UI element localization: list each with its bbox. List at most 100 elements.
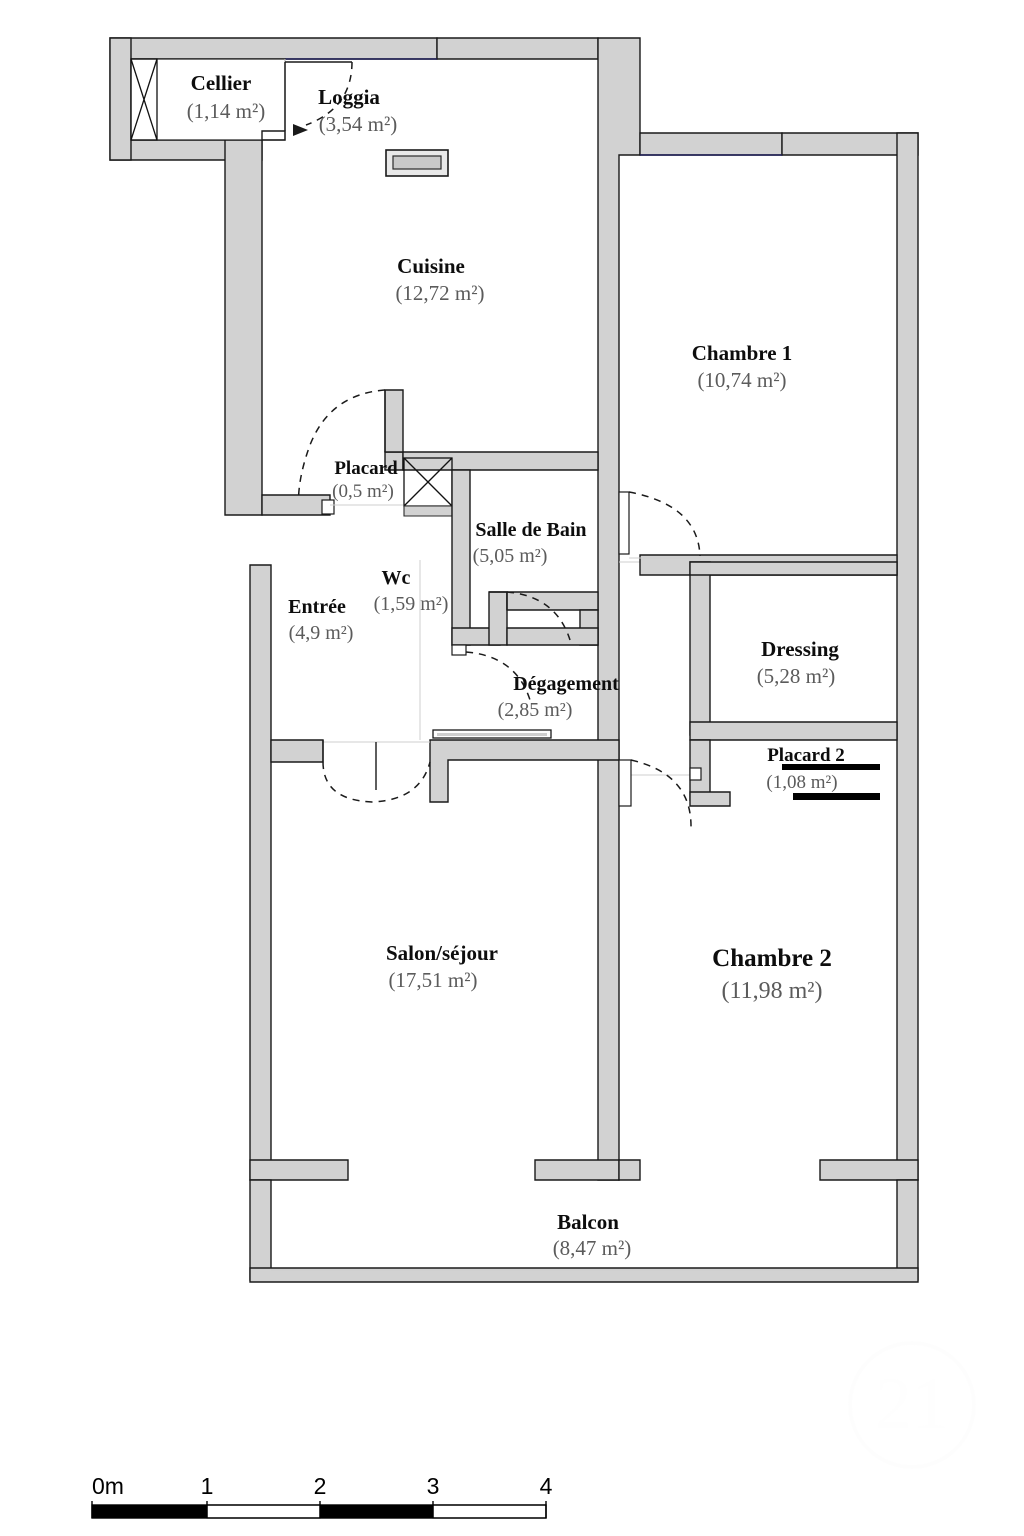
cellier-cross-diag-2 xyxy=(130,58,158,141)
entree-double-door-swing xyxy=(322,761,431,803)
placard-cross-base xyxy=(403,505,453,517)
chambre2-door-leaf xyxy=(618,759,632,807)
windows xyxy=(285,58,782,156)
wall-sdb-bottom-stub xyxy=(489,591,599,611)
room-label-loggia: Loggia (3,54 m²) xyxy=(318,85,397,136)
room-area-cellier: (1,14 m²) xyxy=(187,99,266,123)
wall-dressing-bottom xyxy=(689,721,898,741)
wall-dressing-top xyxy=(689,561,898,576)
wc-jamb xyxy=(451,644,467,656)
room-loggia xyxy=(261,61,353,141)
room-name-chambre-1: Chambre 1 xyxy=(692,341,793,365)
scale-segment-2 xyxy=(320,1505,433,1518)
room-wc xyxy=(451,644,531,701)
wall-chambre1-top-left xyxy=(639,132,783,156)
chambre2-door-swing xyxy=(630,759,692,829)
placard2-sliding-door-lower xyxy=(793,793,880,800)
scale-segment-0 xyxy=(92,1505,207,1518)
scale-tick-0: 0m xyxy=(92,1473,124,1499)
scale-segment-3 xyxy=(432,1504,547,1519)
room-name-dressing: Dressing xyxy=(761,637,839,661)
room-label-dressing: Dressing(5,28 m²) xyxy=(757,637,840,688)
wall-cuisine-bottom xyxy=(402,451,599,471)
room-area-salon-sejour: (17,51 m²) xyxy=(388,968,477,992)
room-name-wc: Wc xyxy=(382,567,411,589)
wc-door-swing xyxy=(465,651,531,701)
placard2-jamb xyxy=(689,767,702,781)
room-label-degagement: Dégagement (2,85 m²) xyxy=(498,673,620,721)
wall-salon-bottom-mid xyxy=(534,1159,620,1181)
room-label-chambre-1: Chambre 1 (10,74 m²) xyxy=(692,341,793,392)
room-area-chambre-2: (11,98 m²) xyxy=(722,978,823,1004)
svg-text:21: 21 xyxy=(875,1363,949,1445)
cuisine-fixture-inner xyxy=(392,155,442,170)
scale-tick-2: 2 xyxy=(314,1473,327,1499)
room-label-cuisine: Cuisine(12,72 m²) xyxy=(395,254,484,305)
scale-tick-3: 3 xyxy=(427,1473,440,1499)
cuisine-door-swing xyxy=(297,389,386,513)
scale-bar: 0m 1 2 3 4 xyxy=(91,1473,553,1519)
room-area-degagement: (2,85 m²) xyxy=(498,699,573,721)
scale-tick-1: 1 xyxy=(201,1473,214,1499)
room-placard-2 xyxy=(689,739,880,807)
room-area-loggia: (3,54 m²) xyxy=(319,112,398,136)
scale-segment-1 xyxy=(206,1504,321,1519)
room-balcon xyxy=(249,1179,919,1283)
room-label-wc: Wc (1,59 m²) xyxy=(374,567,449,615)
wall-entree-stub xyxy=(270,739,324,763)
room-dressing xyxy=(689,561,898,741)
room-name-placard: Placard xyxy=(334,458,398,479)
wall-salon-bottom-left xyxy=(249,1159,349,1181)
room-name-degagement: Dégagement xyxy=(513,673,619,695)
room-name-placard-2: Placard 2 xyxy=(767,745,845,766)
room-area-wc: (1,59 m²) xyxy=(374,593,449,615)
wall-sdb-left xyxy=(451,469,471,646)
room-name-cuisine: Cuisine xyxy=(397,254,465,278)
wall-wc-right xyxy=(488,591,508,646)
room-entree xyxy=(270,739,431,803)
wall-sdb-bottom xyxy=(506,627,599,646)
room-name-salon-sejour: Salon/séjour xyxy=(386,941,498,965)
wall-cellier-left xyxy=(109,37,132,161)
wall-chambre2-bottom-sep xyxy=(618,1159,641,1181)
sdb-door-swing xyxy=(506,591,571,641)
room-labels-layer: Cellier(1,14 m²)Loggia(3,54 m²)Cuisine(1… xyxy=(187,71,845,1260)
wall-left-exterior xyxy=(249,564,272,1181)
room-name-loggia: Loggia xyxy=(318,85,380,109)
wall-balcon-front xyxy=(249,1267,919,1283)
wall-balcon-right xyxy=(896,1179,919,1281)
wall-right-exterior xyxy=(896,132,919,1181)
room-label-balcon: Balcon(8,47 m²) xyxy=(553,1210,632,1260)
room-area-salle-de-bain: (5,05 m²) xyxy=(473,545,548,567)
room-chambre-2 xyxy=(618,759,692,829)
degagement-bar-inner xyxy=(437,733,547,736)
room-cellier xyxy=(130,58,286,141)
room-name-salle-de-bain: Salle de Bain xyxy=(475,519,586,541)
room-label-salle-de-bain: Salle de Bain (5,05 m²) xyxy=(473,519,587,567)
room-name-cellier: Cellier xyxy=(191,71,252,95)
room-area-chambre-1: (10,74 m²) xyxy=(697,368,786,392)
wall-placard2-bottom-stub xyxy=(689,791,731,807)
room-area-entree: (4,9 m²) xyxy=(289,622,354,644)
room-placard xyxy=(261,457,453,517)
room-name-entree: Entrée xyxy=(288,596,346,618)
loggia-threshold xyxy=(261,130,286,141)
room-label-placard-2: Placard 2 (1,08 m²) xyxy=(766,745,844,793)
scale-tick-4: 4 xyxy=(540,1473,553,1499)
placard2-sliding-door-upper xyxy=(782,764,880,770)
room-label-salon-sejour: Salon/séjour (17,51 m²) xyxy=(386,941,498,992)
room-area-balcon: (8,47 m²) xyxy=(553,1236,632,1260)
chambre1-door-swing xyxy=(628,491,701,557)
loggia-arrow xyxy=(293,124,308,136)
cellier-cross-box xyxy=(130,58,158,141)
room-area-placard-2: (1,08 m²) xyxy=(766,772,837,793)
wall-balcon-left xyxy=(249,1179,272,1281)
chambre1-door-leaf xyxy=(618,491,630,555)
room-area-placard: (0,5 m²) xyxy=(332,481,394,502)
wall-placard-bottom xyxy=(261,494,331,516)
watermark: 21 xyxy=(848,1341,976,1469)
room-name-chambre-2: Chambre 2 xyxy=(712,945,832,972)
wall-chambre2-bottom-right xyxy=(819,1159,919,1181)
